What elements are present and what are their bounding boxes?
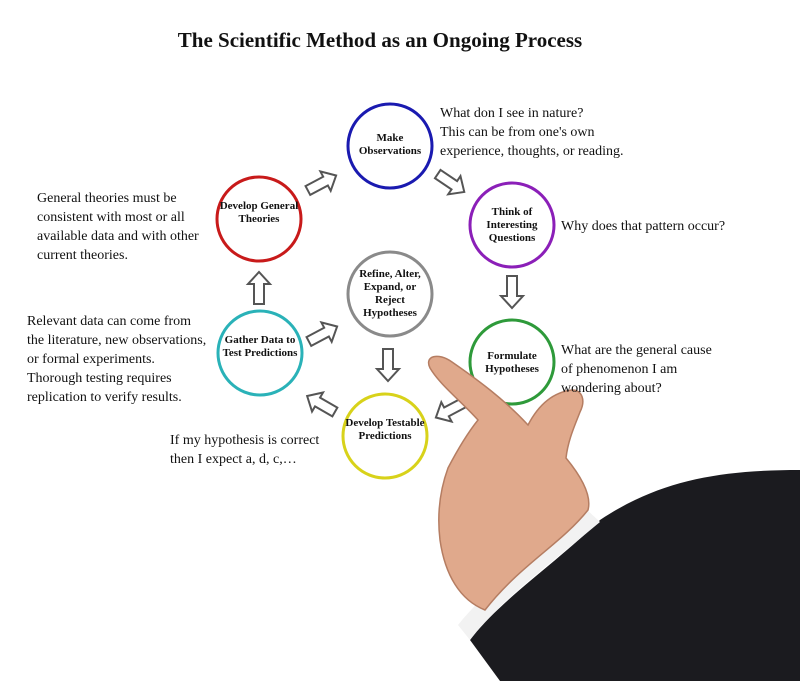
node-label-hypotheses: Formulate Hypotheses <box>485 350 539 375</box>
note-questions: Why does that pattern occur? <box>561 219 726 234</box>
arrow-theories-to-observe <box>304 169 338 197</box>
node-circle-refine <box>346 250 434 338</box>
node-circle-gather <box>216 309 304 397</box>
node-label-theories: Develop General Theories <box>219 200 299 225</box>
arrow-observe-to-questions <box>433 168 466 196</box>
node-label-questions: Think of Interesting Questions <box>486 206 538 244</box>
shirt-cuff <box>458 508 600 640</box>
node-label-predictions: Develop Testable Predictions <box>345 417 425 442</box>
node-circle-questions <box>468 181 556 269</box>
note-theories: General theories must be consistent with… <box>37 191 199 263</box>
node-label-gather: Gather Data to Test Predictions <box>222 334 298 359</box>
arrow-predictions-to-gather <box>305 391 339 418</box>
note-hypotheses: What are the general cause of phenomenon… <box>561 343 712 396</box>
page-title: The Scientific Method as an Ongoing Proc… <box>177 28 583 52</box>
arrow-gather-to-refine <box>305 320 339 348</box>
note-gather: Relevant data can come from the literatu… <box>27 314 207 405</box>
pointing-hand-illustration <box>427 355 800 681</box>
arrow-gather-to-theories <box>245 270 273 305</box>
suit-sleeve <box>470 470 800 681</box>
node-circle-hypotheses <box>468 318 556 406</box>
note-observe: What don I see in nature? This can be fr… <box>440 106 624 159</box>
node-circle-observe <box>346 102 434 190</box>
node-label-observe: Make Observations <box>358 132 422 157</box>
arrow-refine-to-predictions <box>374 348 402 383</box>
node-circle-predictions <box>341 392 429 480</box>
arrow-questions-to-hypotheses <box>498 275 526 310</box>
hand <box>427 355 590 611</box>
note-predictions: If my hypothesis is correct then I expec… <box>170 433 320 467</box>
node-circle-theories <box>215 175 303 263</box>
node-label-refine: Refine, Alter, Expand, or Reject Hypothe… <box>359 268 421 319</box>
